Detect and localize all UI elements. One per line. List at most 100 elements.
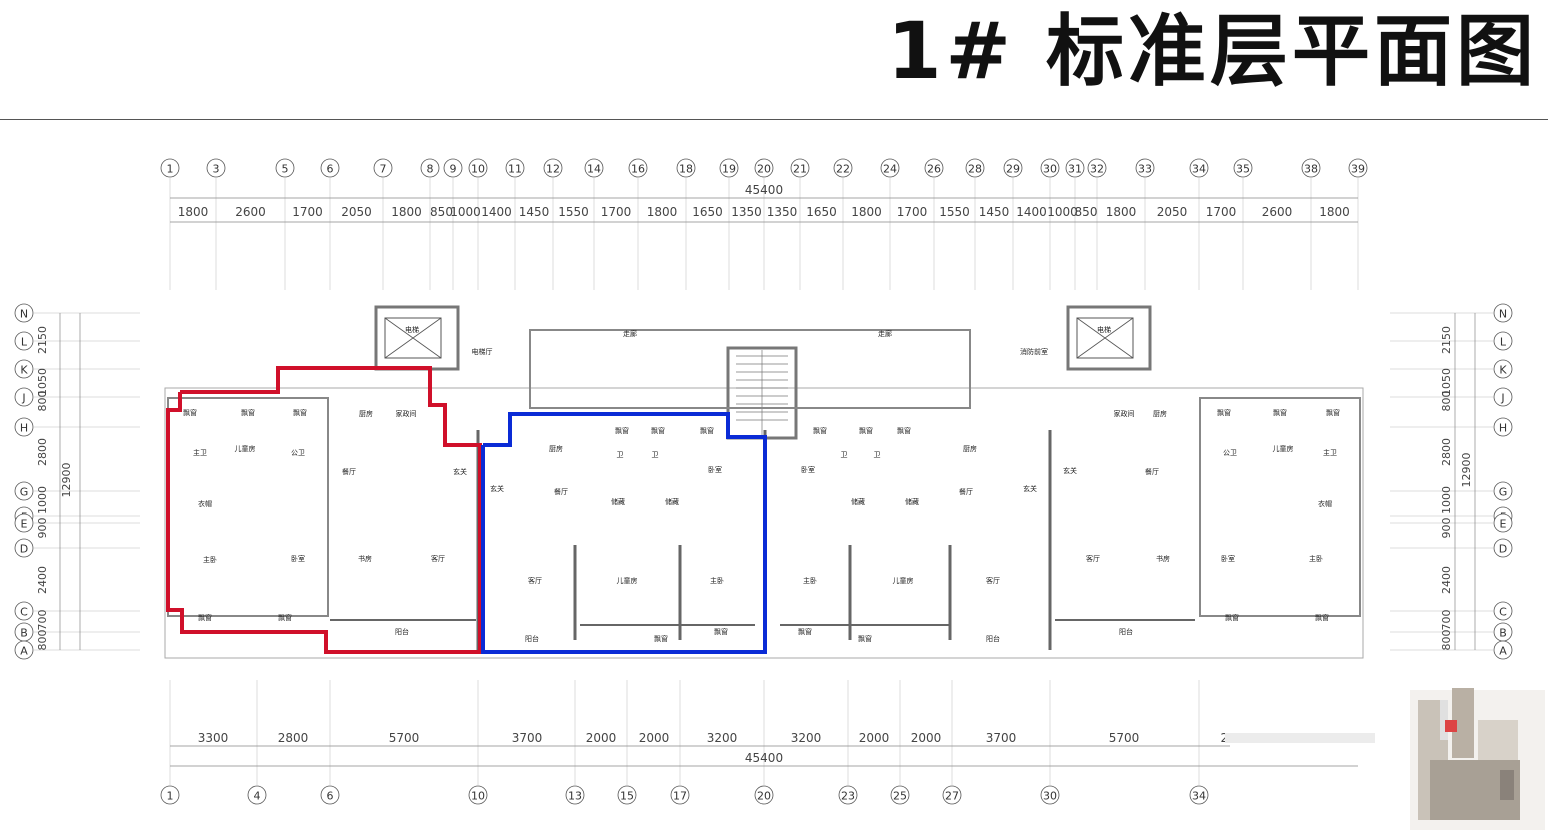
axis-bubble-right-L: L	[1493, 331, 1513, 351]
bottom-dim-2: 5700	[389, 731, 420, 745]
svg-text:D: D	[20, 543, 28, 556]
axis-bubble-top-39: 39	[1348, 158, 1368, 178]
axis-bubble-left-G: G	[14, 481, 34, 501]
axis-bubble-left-N: N	[14, 303, 34, 323]
room-labels: 飘窗飘窗飘窗厨房家政间儿童房公卫主卫餐厅玄关衣帽主卧卧室书房客厅飘窗飘窗阳台厨房…	[183, 408, 1340, 643]
room-label-33: 飘窗	[654, 634, 668, 643]
bottom-dim-7: 3200	[791, 731, 822, 745]
room-label-57: 书房	[1156, 554, 1170, 563]
axis-bubble-right-K: K	[1493, 359, 1513, 379]
svg-text:20: 20	[757, 163, 771, 176]
room-label-36: 飘窗	[859, 426, 873, 435]
right-dim-1: 1050	[1440, 368, 1453, 396]
top-dim-6: 1000	[450, 205, 481, 219]
svg-text:J: J	[1500, 392, 1504, 405]
right-dim-8: 800	[1440, 630, 1453, 651]
svg-text:N: N	[20, 308, 28, 321]
axis-bubble-top-32: 32	[1087, 158, 1107, 178]
room-label-40: 卧室	[801, 465, 815, 474]
room-label-16: 飘窗	[278, 613, 292, 622]
svg-text:10: 10	[471, 790, 485, 803]
svg-text:29: 29	[1006, 163, 1020, 176]
room-label-49: 飘窗	[798, 627, 812, 636]
axis-bubble-right-A: A	[1493, 640, 1513, 660]
svg-text:20: 20	[757, 790, 771, 803]
room-label-68: 飘窗	[1225, 613, 1239, 622]
axis-bubble-right-N: N	[1493, 303, 1513, 323]
svg-text:39: 39	[1351, 163, 1365, 176]
axis-bubble-right-E: E	[1493, 513, 1513, 533]
svg-text:16: 16	[631, 163, 645, 176]
svg-text:N: N	[1499, 308, 1507, 321]
axis-bubble-bottom-13: 13	[565, 785, 585, 805]
left-dim-4: 1000	[36, 486, 49, 514]
room-label-53: 家政间	[1114, 409, 1135, 418]
room-label-0: 飘窗	[183, 408, 197, 417]
room-label-20: 飘窗	[651, 426, 665, 435]
axis-bubble-bottom-27: 27	[942, 785, 962, 805]
side-total-right: 12900	[1460, 453, 1473, 488]
right-dim-6: 2400	[1440, 566, 1453, 594]
svg-text:9: 9	[450, 163, 457, 176]
room-label-30: 儿童房	[617, 576, 638, 585]
axis-bubble-top-22: 22	[833, 158, 853, 178]
right-dim-0: 2150	[1440, 326, 1453, 354]
right-dim-7: 700	[1440, 610, 1453, 631]
axis-bubble-top-20: 20	[754, 158, 774, 178]
svg-text:C: C	[20, 606, 28, 619]
axis-bubble-top-7: 7	[373, 158, 393, 178]
top-dim-13: 1350	[731, 205, 762, 219]
room-label-22: 卫	[617, 451, 624, 459]
room-label-17: 阳台	[395, 627, 409, 636]
svg-text:J: J	[21, 392, 25, 405]
room-label-15: 飘窗	[198, 613, 212, 622]
axis-bubble-left-D: D	[14, 538, 34, 558]
side-total-left: 12900	[60, 463, 73, 498]
svg-text:3: 3	[213, 163, 220, 176]
svg-text:E: E	[1500, 518, 1507, 531]
axis-bubble-bottom-30: 30	[1040, 785, 1060, 805]
svg-text:32: 32	[1090, 163, 1104, 176]
bottom-dim-3: 3700	[512, 731, 543, 745]
svg-text:B: B	[1499, 627, 1507, 640]
room-label-41: 厨房	[963, 444, 977, 453]
svg-text:A: A	[20, 645, 28, 658]
axis-bubble-right-H: H	[1493, 417, 1513, 437]
room-label-elevator-left: 电梯	[405, 325, 419, 334]
axis-bubble-left-K: K	[14, 359, 34, 379]
svg-text:15: 15	[620, 790, 634, 803]
bottom-dim-5: 2000	[639, 731, 670, 745]
room-label-47: 儿童房	[893, 576, 914, 585]
svg-text:24: 24	[883, 163, 897, 176]
svg-text:D: D	[1499, 543, 1507, 556]
room-label-5: 儿童房	[235, 444, 256, 453]
top-dim-3: 2050	[341, 205, 372, 219]
room-label-25: 玄关	[490, 484, 504, 493]
room-label-12: 卧室	[291, 554, 305, 563]
axis-bubble-top-5: 5	[275, 158, 295, 178]
room-label-63: 儿童房	[1273, 444, 1294, 453]
room-label-51: 阳台	[986, 634, 1000, 643]
top-dim-2: 1700	[292, 205, 323, 219]
room-label-60: 飘窗	[1273, 408, 1287, 417]
axis-bubble-bottom-17: 17	[670, 785, 690, 805]
svg-text:8: 8	[427, 163, 434, 176]
svg-text:31: 31	[1068, 163, 1082, 176]
room-label-7: 主卫	[193, 448, 207, 457]
total-dimension-top: 45400	[745, 183, 783, 197]
room-label-69: 飘窗	[1315, 613, 1329, 622]
svg-text:5: 5	[282, 163, 289, 176]
room-label-23: 卫	[652, 451, 659, 459]
room-label-65: 衣帽	[1318, 499, 1332, 508]
axis-bubble-top-26: 26	[924, 158, 944, 178]
svg-text:30: 30	[1043, 163, 1057, 176]
svg-text:A: A	[1499, 645, 1507, 658]
room-label-32: 阳台	[525, 634, 539, 643]
axis-bubble-top-31: 31	[1065, 158, 1085, 178]
bottom-dim-1: 2800	[278, 731, 309, 745]
svg-text:34: 34	[1192, 790, 1206, 803]
site-thumbnail	[1410, 688, 1545, 830]
